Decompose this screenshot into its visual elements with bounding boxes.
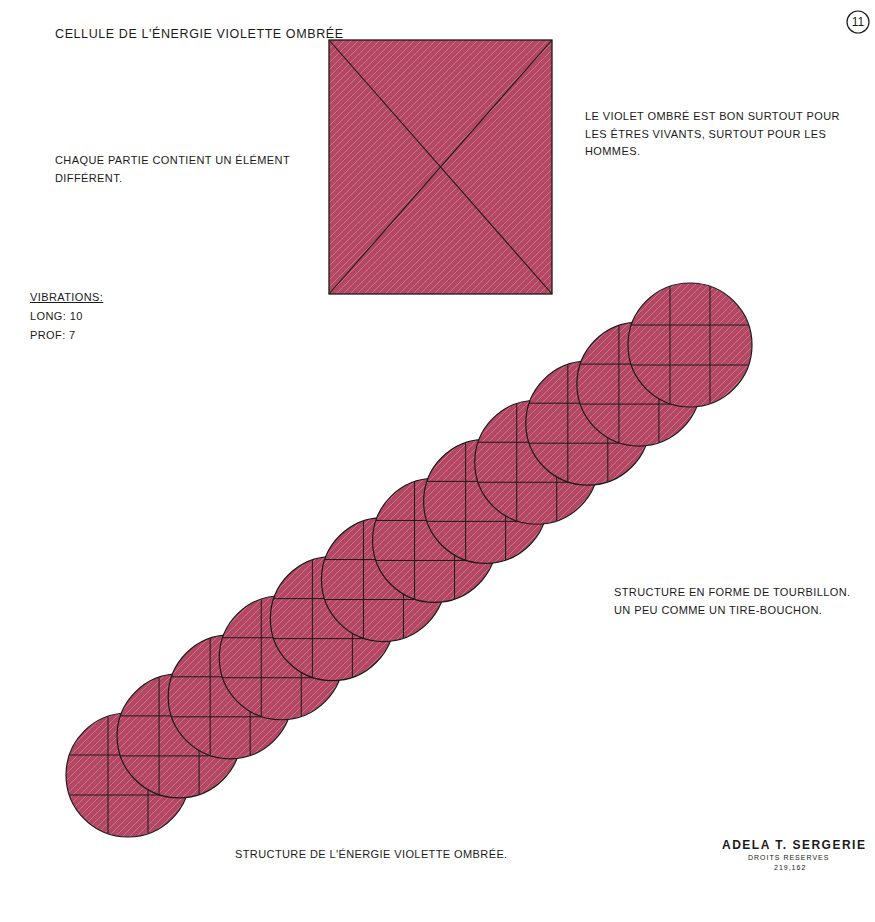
page-number-circle: 11 <box>846 10 870 34</box>
vortex-disc <box>628 283 752 407</box>
number: 219,162 <box>774 864 806 872</box>
caption: STRUCTURE DE L'ÉNERGIE VIOLETTE OMBRÉE. <box>235 846 508 864</box>
note: CHAQUE PARTIE CONTIENT UN ÉLÉMENT DIFFÉR… <box>55 152 320 187</box>
note: LE VIOLET OMBRÉ EST BON SURTOUT POUR LES… <box>585 108 865 161</box>
value: LONG: 10 <box>30 308 83 326</box>
cell-square <box>329 40 552 294</box>
page-number: 11 <box>852 15 864 29</box>
title: CELLULE DE L'ÉNERGIE VIOLETTE OMBRÉE <box>55 24 344 44</box>
vortex-chain <box>66 283 752 837</box>
note: STRUCTURE EN FORME DE TOURBILLON. UN PEU… <box>614 584 854 619</box>
value: PROF: 7 <box>30 327 76 345</box>
rights-note: DROITS RESERVES <box>748 854 829 862</box>
heading: VIBRATIONS: <box>30 289 103 307</box>
signature: ADELA T. SERGERIE <box>722 836 866 855</box>
